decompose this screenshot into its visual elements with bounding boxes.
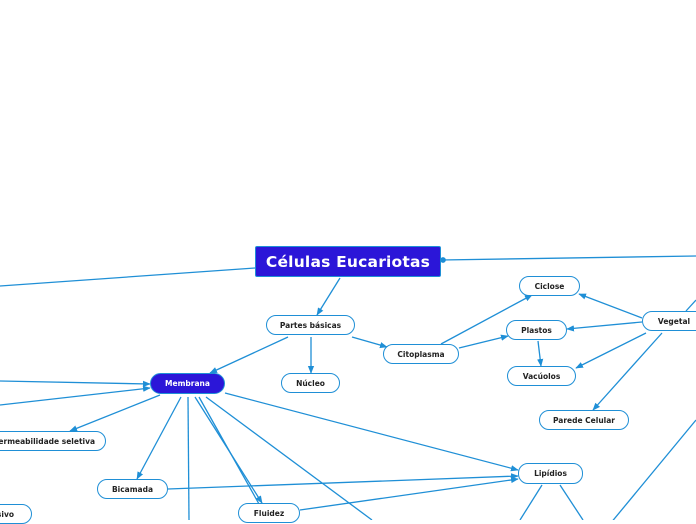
topic-passivo[interactable]: Passivo bbox=[0, 504, 32, 524]
central-topic-connector-dot bbox=[440, 257, 446, 263]
connector-lipidios-down-left bbox=[519, 484, 543, 520]
topic-lipidios[interactable]: Lipídios bbox=[518, 463, 583, 484]
connector-left-to-membrana bbox=[0, 380, 151, 387]
connector-vegetal-to-plastos bbox=[566, 321, 643, 332]
connector-vegetal-to-vacuolos bbox=[575, 332, 647, 369]
connector-partes-to-citoplasma bbox=[351, 336, 388, 349]
central-topic[interactable]: Células Eucariotas bbox=[255, 246, 441, 277]
connector-membrana-to-permeabilidade bbox=[69, 394, 161, 432]
topic-plastos[interactable]: Plastos bbox=[506, 320, 567, 340]
topic-membrana[interactable]: Membrana bbox=[150, 373, 225, 394]
connector-membrana-down bbox=[187, 396, 190, 520]
topic-parede-celular[interactable]: Parede Celular bbox=[539, 410, 629, 430]
topic-partes-basicas[interactable]: Partes básicas bbox=[266, 315, 355, 335]
connector-membrana-to-bicamada bbox=[136, 396, 182, 480]
connector-vegetal-to-parede bbox=[592, 332, 663, 411]
connector-membrana-down-right bbox=[205, 396, 373, 520]
connector-citoplasma-to-ciclose bbox=[440, 294, 533, 345]
connector-offright-to-lipidios-side bbox=[612, 419, 696, 520]
topic-nucleo[interactable]: Núcleo bbox=[281, 373, 340, 393]
topic-bicamada[interactable]: Bicamada bbox=[97, 479, 168, 499]
connector-vegetal-to-ciclose bbox=[578, 293, 643, 319]
topic-fluidez[interactable]: Fluidez bbox=[238, 503, 300, 523]
connector-fluidez-to-lipidios bbox=[299, 476, 519, 511]
connector-partes-to-membrana bbox=[209, 336, 289, 374]
connector-bicamada-to-lipidios bbox=[167, 473, 519, 490]
topic-citoplasma[interactable]: Citoplasma bbox=[383, 344, 459, 364]
connector-main-to-partes bbox=[316, 277, 341, 316]
connector-plastos-to-vacuolos bbox=[537, 340, 544, 367]
topic-permeabilidade-seletiva[interactable]: Permeabilidade seletiva bbox=[0, 431, 106, 451]
topic-vegetal[interactable]: Vegetal bbox=[642, 311, 696, 331]
topic-ciclose[interactable]: Ciclose bbox=[519, 276, 580, 296]
connector-vegetal-up bbox=[685, 299, 696, 312]
connector-left2-to-membrana bbox=[0, 385, 151, 406]
connector-membrana-to-fluidez-b bbox=[198, 396, 269, 520]
topic-vacuolos[interactable]: Vacúolos bbox=[507, 366, 576, 386]
connector-citoplasma-to-plastos bbox=[458, 334, 509, 349]
connector-main-to-left bbox=[0, 267, 256, 287]
connector-membrana-to-lipidios bbox=[224, 392, 519, 472]
connector-lipidios-down-right bbox=[559, 484, 584, 520]
connector-main-to-right bbox=[440, 255, 696, 261]
